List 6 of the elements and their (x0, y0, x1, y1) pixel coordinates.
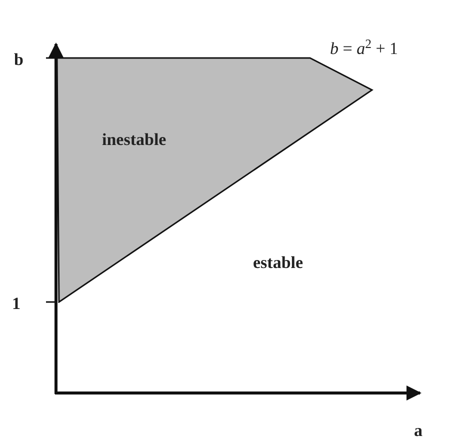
region-label: inestable (102, 129, 166, 151)
curve-equation: b = a$^{2}$ + 1 (330, 36, 398, 60)
tick-label: 1 (12, 293, 20, 315)
region-label: estable (253, 252, 304, 274)
axis-label: b (14, 49, 24, 71)
axis-label: a (414, 420, 422, 442)
